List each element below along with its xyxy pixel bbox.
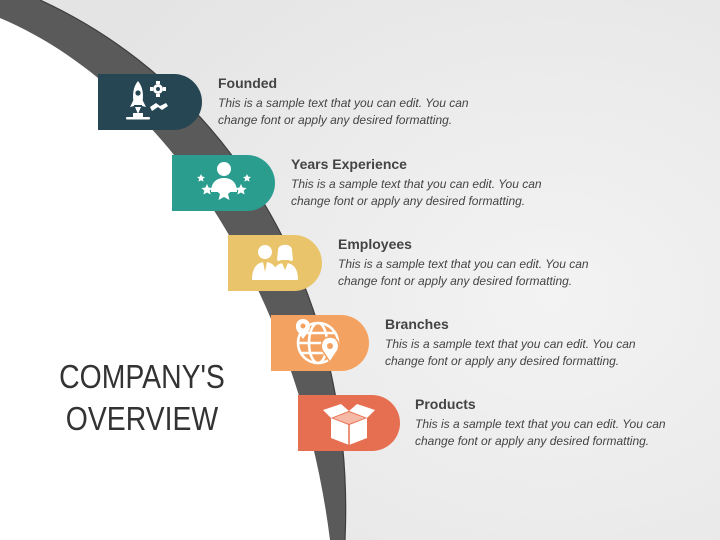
tab-employees: [228, 235, 322, 291]
globe-pin-icon: [295, 319, 340, 365]
open-box-icon: [323, 404, 375, 445]
employees-icon: [252, 244, 298, 280]
rocket-gear-icon: [126, 81, 168, 120]
item-description: This is a sample text that you can edit.…: [338, 257, 589, 288]
title-line-2: OVERVIEW: [65, 400, 219, 437]
item-branches: Branches This is a sample text that you …: [385, 315, 660, 370]
person-stars-icon: [196, 162, 251, 200]
item-heading: Employees: [338, 236, 412, 252]
item-description: This is a sample text that you can edit.…: [385, 337, 636, 368]
tab-products: [298, 395, 400, 451]
tab-founded: [98, 74, 202, 130]
item-description: This is a sample text that you can edit.…: [218, 96, 469, 127]
item-founded: Founded This is a sample text that you c…: [218, 74, 493, 129]
item-description: This is a sample text that you can edit.…: [291, 177, 542, 208]
tab-branches: [271, 315, 369, 371]
item-products: Products This is a sample text that you …: [415, 395, 690, 450]
item-description: This is a sample text that you can edit.…: [415, 417, 666, 448]
tab-years-experience: [172, 155, 275, 211]
item-heading: Products: [415, 396, 476, 412]
item-employees: Employees This is a sample text that you…: [338, 235, 613, 290]
title-line-1: COMPANY'S: [59, 358, 225, 395]
item-heading: Branches: [385, 316, 449, 332]
item-heading: Founded: [218, 75, 278, 91]
item-heading: Years Experience: [291, 156, 407, 172]
item-years-experience: Years Experience This is a sample text t…: [291, 155, 566, 210]
page-title: COMPANY'S OVERVIEW: [39, 356, 245, 440]
